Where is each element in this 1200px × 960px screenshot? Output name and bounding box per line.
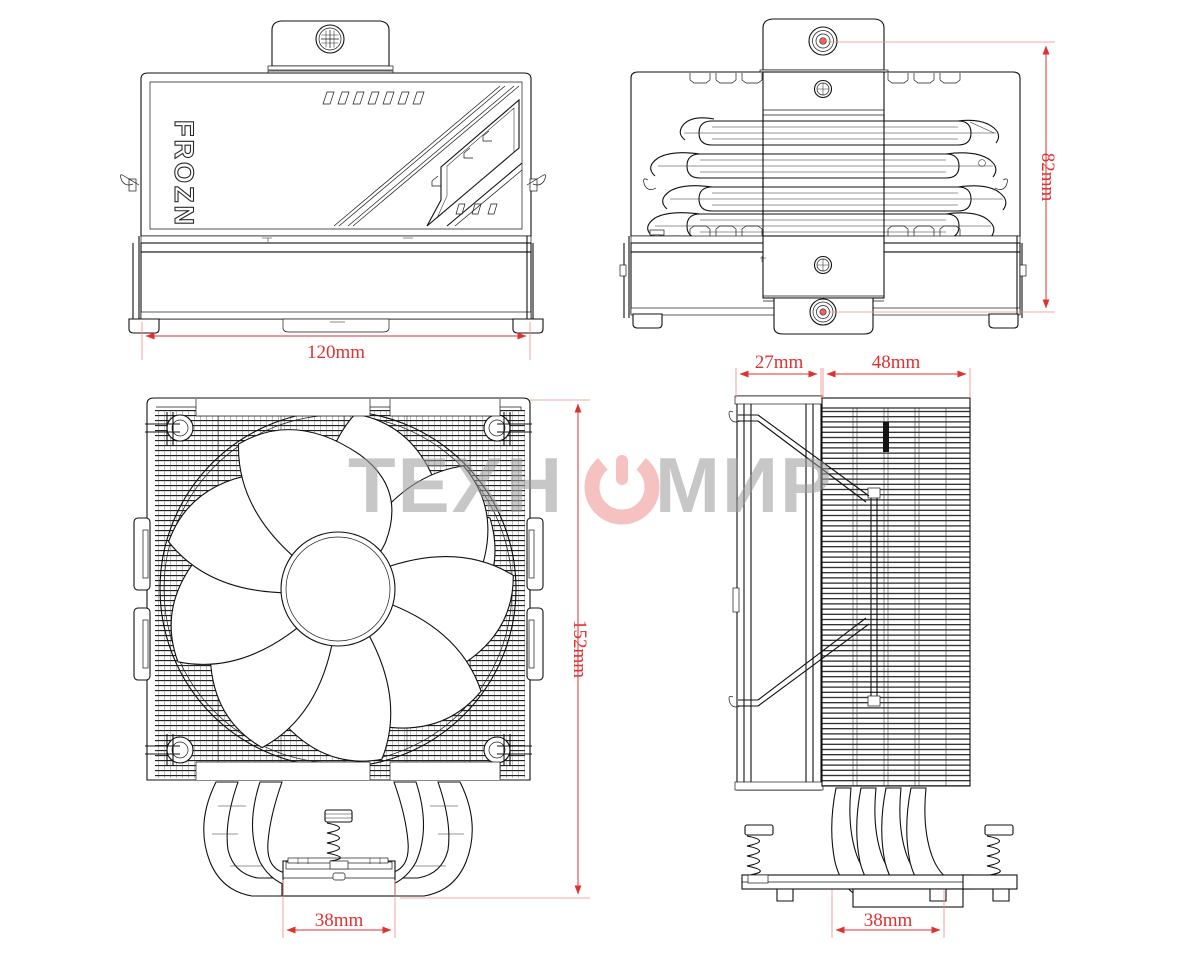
side-profile-view-group: [728, 395, 1018, 908]
fan-hub: [280, 531, 396, 647]
dimension-label-38mm-left: 38mm: [315, 910, 364, 931]
dimension-label-152mm: 152mm: [569, 620, 590, 678]
rear-heat-pipes: [647, 115, 1007, 239]
frozn-logo-text: FROZN: [169, 120, 199, 228]
front-view-group: FROZN: [120, 20, 546, 334]
side-mount-springs: [744, 824, 1018, 902]
front-vent-slots: [322, 91, 425, 105]
rear-lower-screw-icon: [813, 255, 833, 275]
dimension-label-82mm: 82mm: [1037, 153, 1058, 202]
front-diagonal-stripes: [333, 85, 523, 227]
side-fan-body: [732, 395, 824, 791]
front-top-cap: [267, 20, 394, 76]
rear-view-group: [619, 18, 1027, 335]
frozn-logo: FROZN: [168, 119, 199, 228]
fan-view-heat-pipes: [203, 781, 473, 897]
side-wire-clips: [728, 410, 870, 708]
fan-corner-mounts: [145, 412, 532, 766]
rear-top-notches: [689, 73, 961, 84]
dimension-82mm: 82mm: [828, 41, 1058, 313]
rear-bottom-cap: [773, 297, 874, 335]
dimension-label-120mm: 120mm: [307, 342, 365, 363]
dimension-152mm: 152mm: [400, 399, 590, 899]
dimension-label-48mm: 48mm: [872, 352, 921, 373]
mount-spring-screw: [324, 809, 353, 881]
socket-screw-icon: [808, 26, 838, 56]
rear-center-screw-icon: [813, 79, 833, 99]
side-heat-pipes: [831, 787, 954, 899]
watermark-text-right: МИР: [655, 441, 834, 529]
watermark-text-left: ТЕХН: [348, 441, 564, 529]
front-fan-shroud: [120, 174, 546, 334]
side-base-bar: [741, 874, 971, 908]
dimension-38mm-left: 38mm: [282, 880, 396, 938]
dimension-48mm: 48mm: [822, 352, 971, 398]
power-icon: [584, 448, 660, 525]
dimension-120mm: 120mm: [141, 322, 531, 363]
fan-front-view-group: [133, 397, 544, 897]
dimension-label-38mm-right: 38mm: [864, 910, 913, 931]
dimension-label-27mm: 27mm: [755, 352, 804, 373]
fan-side-clips: [133, 517, 544, 681]
phillips-screw-icon: [321, 30, 339, 48]
dimension-27mm: 27mm: [735, 352, 822, 398]
side-fin-stack: [821, 397, 971, 787]
rear-top-cap: [759, 18, 889, 80]
dimension-38mm-right: 38mm: [831, 890, 945, 938]
watermark-group: ТЕХН МИР: [348, 441, 834, 529]
